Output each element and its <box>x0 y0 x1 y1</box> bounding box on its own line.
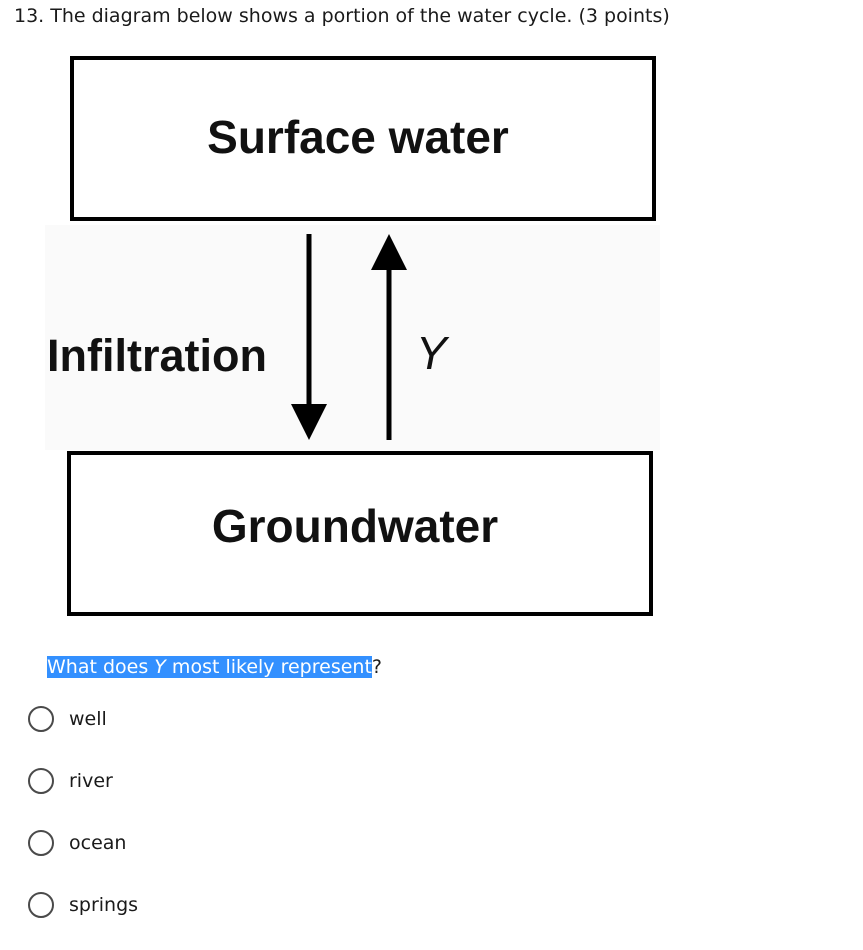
prompt-variable: Y <box>154 656 166 678</box>
radio-button[interactable] <box>28 830 54 856</box>
prompt-part1: What does <box>47 656 155 678</box>
choice-ocean[interactable]: ocean <box>28 826 138 860</box>
prompt-part2: most likely represent <box>165 656 372 678</box>
choice-label: springs <box>69 894 139 916</box>
choice-label: well <box>69 708 107 730</box>
radio-button[interactable] <box>28 768 54 794</box>
prompt-highlight: What does Y most likely represent <box>47 656 372 678</box>
question-text: The diagram below shows a portion of the… <box>50 5 670 27</box>
y-label: Y <box>416 327 447 379</box>
surface-water-label: Surface water <box>207 110 509 163</box>
question-number: 13. <box>14 5 45 27</box>
choice-springs[interactable]: springs <box>28 888 138 922</box>
diagram-background <box>45 225 660 450</box>
water-cycle-diagram: Surface water Infiltration Y Groundwater <box>45 56 660 616</box>
diagram-arrows <box>291 234 407 440</box>
groundwater-label: Groundwater <box>211 499 499 552</box>
prompt-end: ? <box>371 656 382 678</box>
question-header: 13.The diagram below shows a portion of … <box>14 4 670 28</box>
choice-label: river <box>69 770 113 792</box>
radio-button[interactable] <box>28 892 54 918</box>
surface-water-box: Surface water <box>70 56 656 221</box>
groundwater-box: Groundwater <box>67 451 653 616</box>
radio-button[interactable] <box>28 706 54 732</box>
infiltration-label: Infiltration <box>47 330 267 381</box>
question-prompt: What does Y most likely represent? <box>47 654 382 680</box>
infiltration-arrow <box>291 234 327 440</box>
y-arrow <box>371 234 407 440</box>
choice-river[interactable]: river <box>28 764 138 798</box>
answer-choices: well river ocean springs <box>28 702 138 950</box>
choice-label: ocean <box>69 832 127 854</box>
choice-well[interactable]: well <box>28 702 138 736</box>
